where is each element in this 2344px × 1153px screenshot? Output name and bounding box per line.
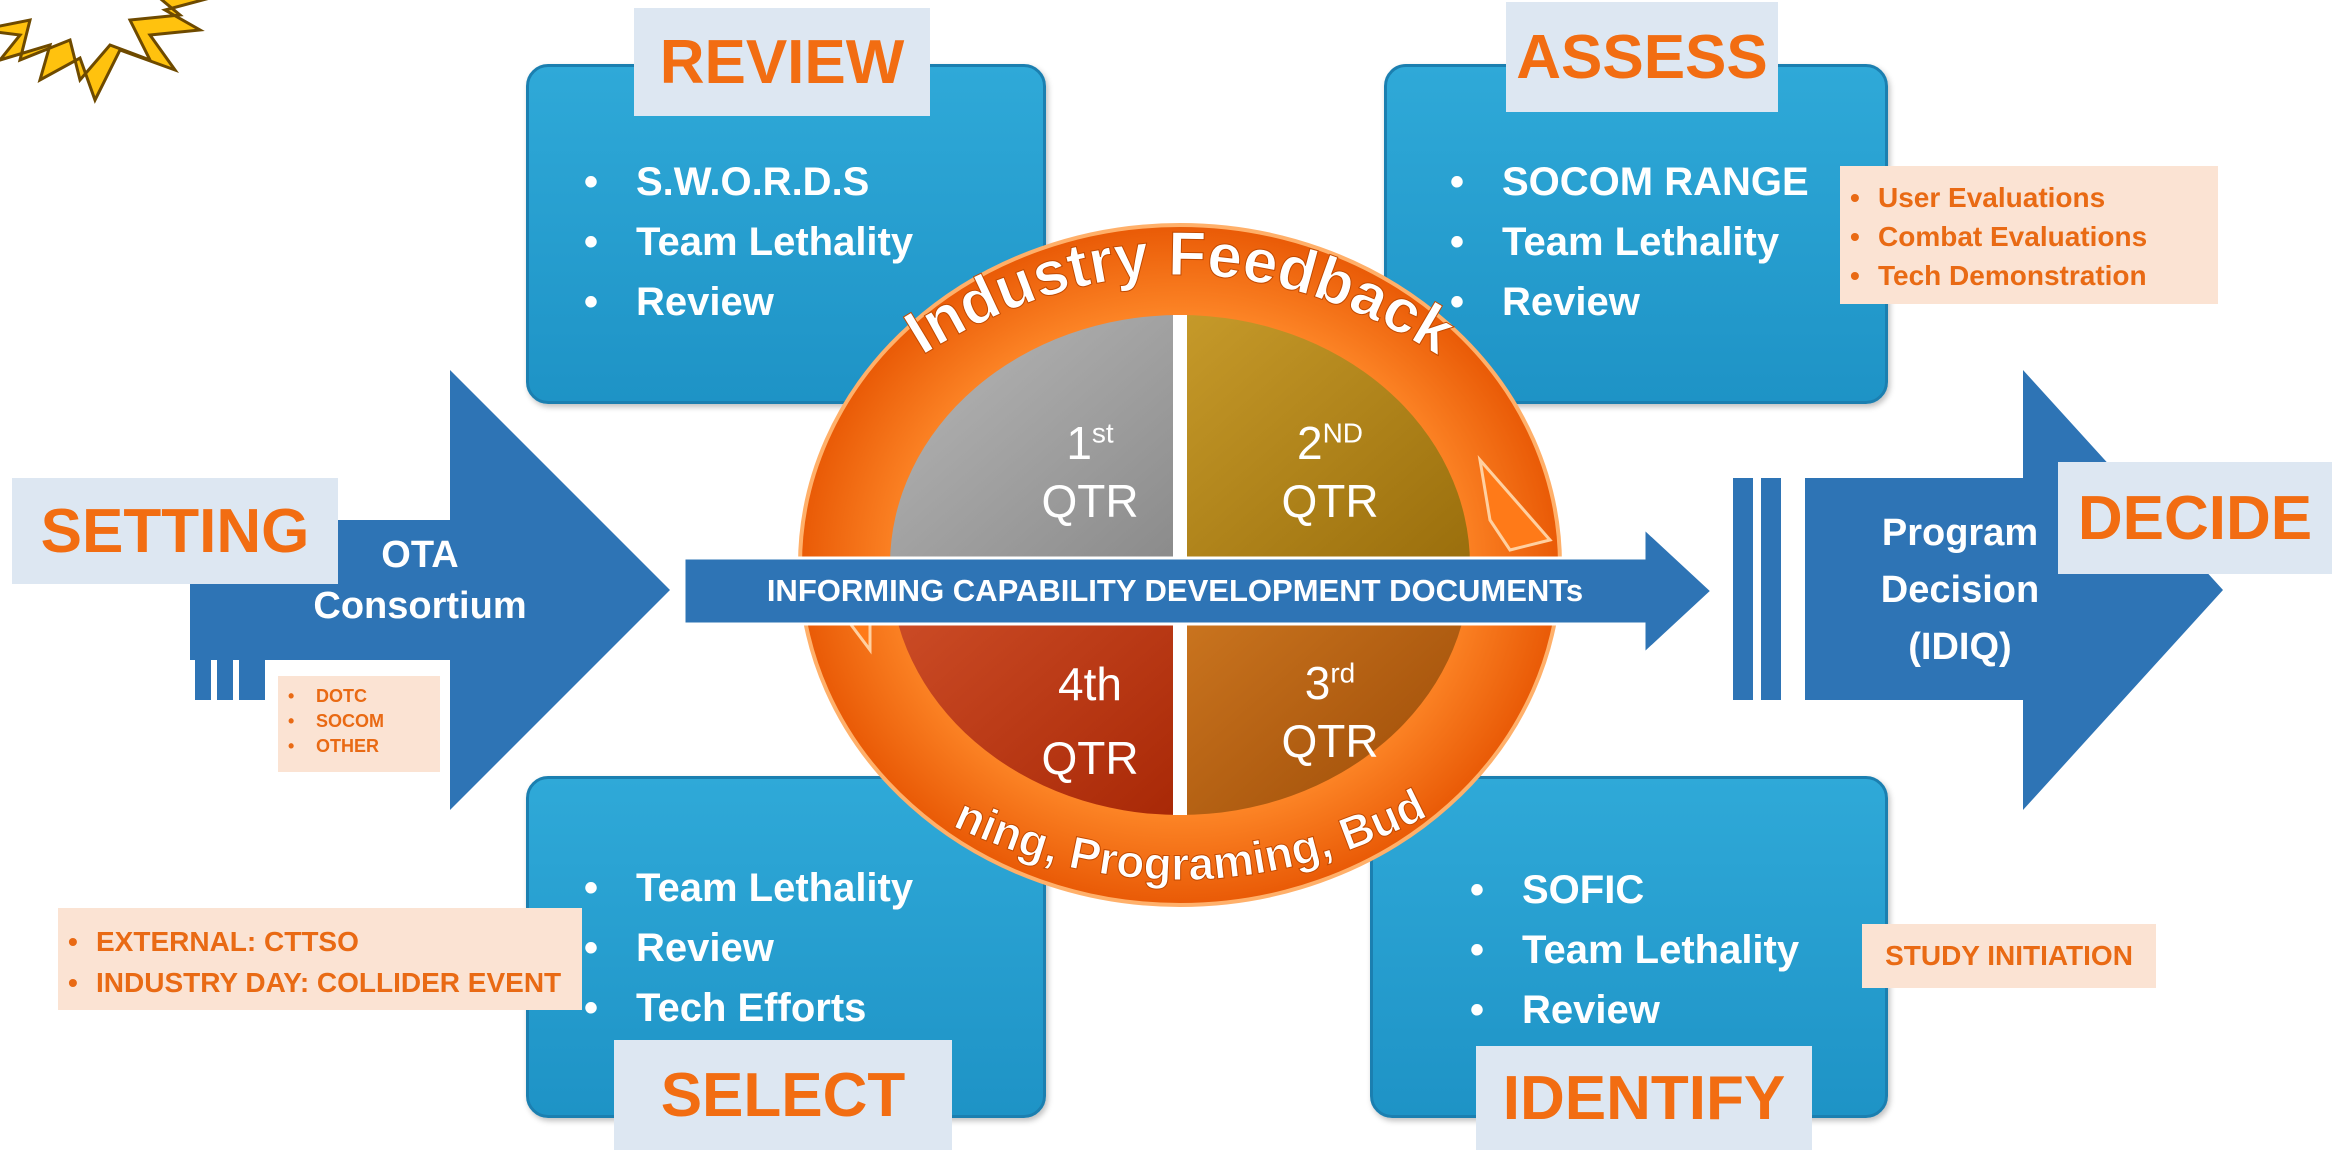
select-notes: EXTERNAL: CTTSO INDUSTRY DAY: COLLIDER E… <box>58 908 582 1010</box>
q4-qtr: QTR <box>1041 731 1139 784</box>
badge-text: MIA <box>79 0 142 39</box>
assess-item: Team Lethality <box>1440 212 1880 272</box>
q4-num: 4th <box>1058 658 1122 710</box>
center-arrow <box>684 528 1714 654</box>
select-item-cont: Review <box>574 918 1014 978</box>
q2-quadrant <box>1180 315 1470 565</box>
cycle-arrowhead-right <box>1477 455 1553 552</box>
mia-badge: MIA <box>0 0 209 104</box>
identify-item-cont: Review <box>1460 980 1880 1040</box>
review-label: REVIEW <box>634 8 930 116</box>
identify-list: SOFIC Team Lethality Review <box>1460 860 1880 1040</box>
assess-note-item: Combat Evaluations <box>1840 217 2218 256</box>
select-item: Tech Efforts <box>574 978 1014 1038</box>
select-note-item: INDUSTRY DAY: COLLIDER EVENT <box>58 963 582 1004</box>
assess-list: SOCOM RANGE Team Lethality Review <box>1440 152 1880 332</box>
setting-arrow-line1: OTA <box>381 534 459 576</box>
setting-arrow <box>190 370 670 810</box>
q4-label: 4th QTR <box>1020 648 1160 795</box>
center-arrow-text: INFORMING CAPABILITY DEVELOPMENT DOCUMEN… <box>766 573 1584 608</box>
identify-label: IDENTIFY <box>1476 1046 1812 1150</box>
decide-arrow-line1: Program <box>1881 512 2039 554</box>
setting-label: SETTING <box>12 478 338 584</box>
identify-item: Team Lethality <box>1460 920 1880 980</box>
select-list: Team Lethality Review Tech Efforts <box>574 858 1014 1038</box>
q3-qtr: QTR <box>1281 714 1379 767</box>
select-note-item: EXTERNAL: CTTSO <box>58 922 582 963</box>
assess-item-cont: Review <box>1440 272 1880 332</box>
q1-qtr: QTR <box>1041 474 1139 527</box>
q1-num: 1 <box>1066 417 1092 469</box>
decide-arrow-line3: (IDIQ) <box>1908 626 2012 668</box>
assess-note-item: User Evaluations <box>1840 178 2218 217</box>
q2-qtr: QTR <box>1281 474 1379 527</box>
assess-item: SOCOM RANGE <box>1440 152 1880 212</box>
q3-quadrant <box>1180 565 1470 815</box>
decide-arrow-bars <box>1733 478 1799 700</box>
review-list: S.W.O.R.D.S Team Lethality Review <box>574 152 1014 332</box>
setting-note-item: OTHER <box>278 734 440 759</box>
review-item: Team Lethality <box>574 212 1014 272</box>
identify-note: STUDY INITIATION <box>1862 924 2156 988</box>
q1-label: 1st QTR <box>1020 415 1160 530</box>
setting-notes: DOTC SOCOM OTHER <box>278 676 440 772</box>
q2-num: 2 <box>1296 417 1323 469</box>
setting-arrow-line2: Consortium <box>313 585 527 628</box>
q1-sup: st <box>1091 417 1114 449</box>
setting-note-item: DOTC <box>278 684 440 709</box>
decide-arrow-text: Program Decision (IDIQ) <box>1840 505 2080 676</box>
starburst-shape <box>0 0 209 104</box>
review-item: S.W.O.R.D.S <box>574 152 1014 212</box>
review-item-cont: Review <box>574 272 1014 332</box>
assess-note-item: Tech Demonstration <box>1840 256 2218 295</box>
q3-num: 3 <box>1304 657 1331 709</box>
q1-quadrant <box>890 315 1180 565</box>
identify-item: SOFIC <box>1460 860 1880 920</box>
assess-label: ASSESS <box>1506 2 1778 112</box>
decide-arrow-line2: Decision <box>1880 569 2040 611</box>
q4-quadrant <box>890 565 1180 815</box>
select-item: Team Lethality <box>574 858 1014 918</box>
q2-label: 2ND QTR <box>1260 415 1400 530</box>
assess-notes: User Evaluations Combat Evaluations Tech… <box>1840 166 2218 304</box>
setting-arrow-bars <box>195 580 265 700</box>
decide-label: DECIDE <box>2058 462 2332 574</box>
q3-sup: rd <box>1330 657 1356 689</box>
q2-sup: ND <box>1322 417 1364 449</box>
q3-label: 3rd QTR <box>1260 655 1400 770</box>
setting-arrow-text: OTA Consortium <box>280 530 560 633</box>
quarter-quadrants <box>890 315 1470 815</box>
select-label: SELECT <box>614 1040 952 1150</box>
setting-note-item: SOCOM <box>278 709 440 734</box>
